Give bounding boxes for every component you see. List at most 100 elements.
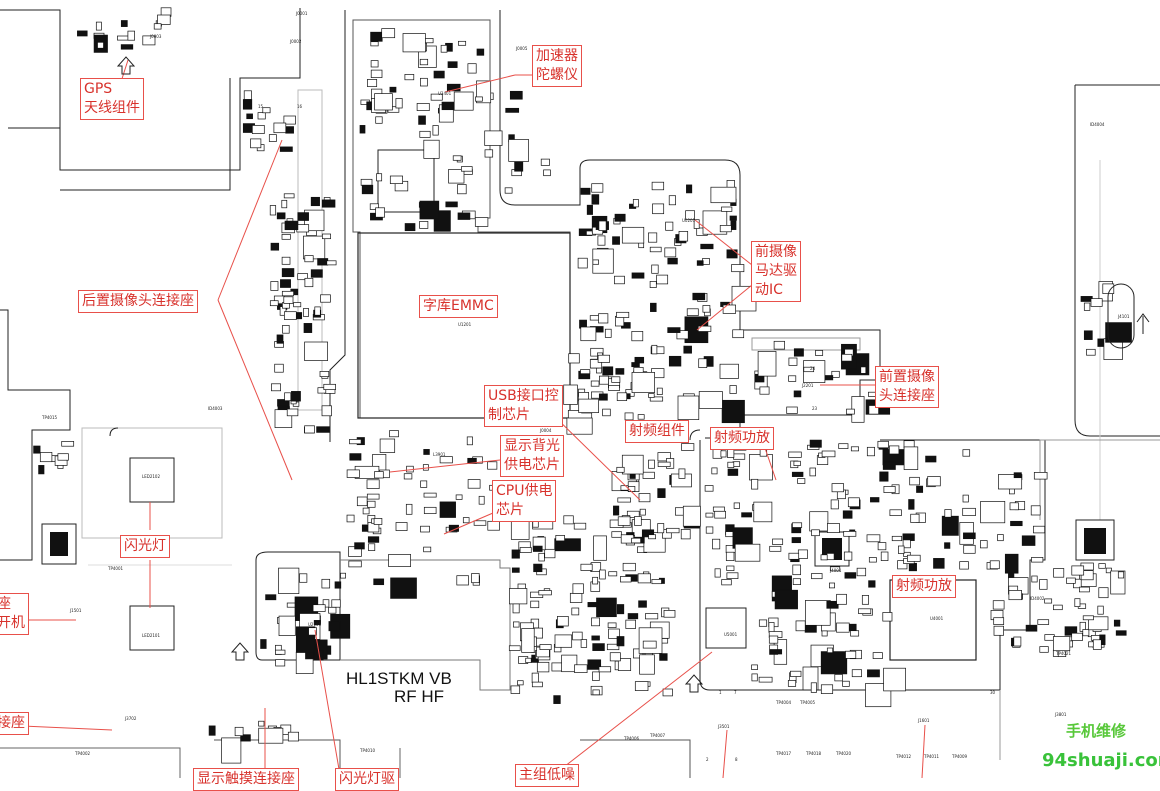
smd-component xyxy=(838,443,849,449)
smd-component xyxy=(458,40,467,46)
smd-component xyxy=(651,579,662,585)
smd-component xyxy=(614,213,626,222)
smd-component xyxy=(360,178,373,186)
smd-component xyxy=(992,600,1005,610)
smd-component xyxy=(525,657,532,663)
smd-component xyxy=(258,720,265,727)
smd-component xyxy=(536,661,550,673)
smd-component xyxy=(127,30,135,41)
smd-component xyxy=(753,501,773,523)
smd-component xyxy=(1004,553,1019,574)
smd-component xyxy=(1039,646,1049,653)
callout-left-edge: 座 开机 xyxy=(0,593,29,635)
smd-component xyxy=(683,345,692,354)
smd-component xyxy=(616,311,630,318)
smd-component xyxy=(836,593,847,605)
smd-component xyxy=(820,651,848,675)
smd-component xyxy=(608,628,620,639)
smd-component xyxy=(1098,563,1106,569)
smd-component xyxy=(531,681,543,688)
smd-component xyxy=(466,436,473,446)
smd-component xyxy=(419,130,431,138)
smd-component xyxy=(284,311,297,320)
smd-component xyxy=(1031,557,1044,563)
smd-component xyxy=(702,305,711,313)
smd-component xyxy=(676,330,689,340)
smd-component xyxy=(504,187,513,194)
smd-component xyxy=(727,468,739,476)
smd-component xyxy=(260,639,267,649)
smd-component xyxy=(696,260,704,266)
pin-number: 30 xyxy=(990,690,996,695)
connector-block-left-core xyxy=(50,532,68,556)
smd-component xyxy=(457,212,471,220)
refdes-tp4011: TP4011 xyxy=(923,754,939,759)
smd-component xyxy=(348,560,362,568)
smd-component xyxy=(593,535,607,561)
smd-component xyxy=(467,63,477,74)
smd-component xyxy=(521,628,535,653)
smd-component xyxy=(389,86,397,93)
smd-component xyxy=(641,529,655,538)
smd-component xyxy=(278,567,300,594)
smd-component xyxy=(577,257,588,269)
refdes-u5001: U5001 xyxy=(724,632,738,637)
smd-component xyxy=(649,246,662,253)
smd-component xyxy=(1074,598,1081,607)
smd-component xyxy=(656,274,669,285)
smd-component xyxy=(831,483,844,493)
smd-component xyxy=(667,257,678,265)
smd-component xyxy=(609,652,621,662)
smd-component xyxy=(321,405,332,417)
smd-component xyxy=(712,538,721,550)
smd-component xyxy=(698,358,708,368)
callout-cpu-power-ic: CPU供电 芯片 xyxy=(492,480,557,522)
smd-component xyxy=(909,476,920,486)
smd-component xyxy=(416,103,430,111)
smd-component xyxy=(788,451,802,458)
smd-component xyxy=(276,212,286,220)
smd-component xyxy=(1010,520,1023,527)
callout-rf-pa-lower: 射频功放 xyxy=(892,575,956,598)
refdes-tp4007: TP4007 xyxy=(649,733,665,738)
smd-component xyxy=(757,351,777,377)
smd-component xyxy=(258,727,284,744)
smd-component xyxy=(769,545,782,552)
smd-component xyxy=(475,96,483,102)
smd-component xyxy=(805,600,831,626)
smd-component xyxy=(648,534,656,540)
smd-component xyxy=(866,446,875,457)
smd-component xyxy=(271,383,281,392)
board-title-line2: RF HF xyxy=(394,687,445,706)
smd-component xyxy=(572,631,583,641)
refdes-tp4002: TP4002 xyxy=(74,751,90,756)
smd-component xyxy=(291,391,301,402)
smd-component xyxy=(418,115,426,125)
pin-number: 16 xyxy=(297,104,303,109)
smd-component xyxy=(269,300,279,307)
smd-component xyxy=(903,551,911,557)
smd-component xyxy=(944,509,952,518)
smd-component xyxy=(1102,283,1115,294)
smd-component xyxy=(648,393,655,398)
smd-component xyxy=(599,569,606,580)
smd-component xyxy=(553,695,561,704)
refdes-tp4004: TP4004 xyxy=(775,700,791,705)
smd-component xyxy=(1031,575,1038,583)
smd-component xyxy=(1009,502,1019,511)
smd-component xyxy=(433,70,445,79)
smd-component xyxy=(877,542,887,551)
refdes-tp4010: TP4010 xyxy=(359,748,375,753)
smd-component xyxy=(328,606,337,614)
smd-component xyxy=(283,296,294,304)
refdes-j1601: J1601 xyxy=(917,718,930,723)
pin-number: 24 xyxy=(810,366,816,371)
smd-component xyxy=(303,235,326,260)
smd-component xyxy=(721,399,745,424)
smd-component xyxy=(844,572,857,579)
smd-component xyxy=(354,542,365,550)
smd-component xyxy=(651,344,658,355)
smd-component xyxy=(681,443,695,451)
smd-component xyxy=(616,604,625,615)
smd-component xyxy=(257,112,266,120)
